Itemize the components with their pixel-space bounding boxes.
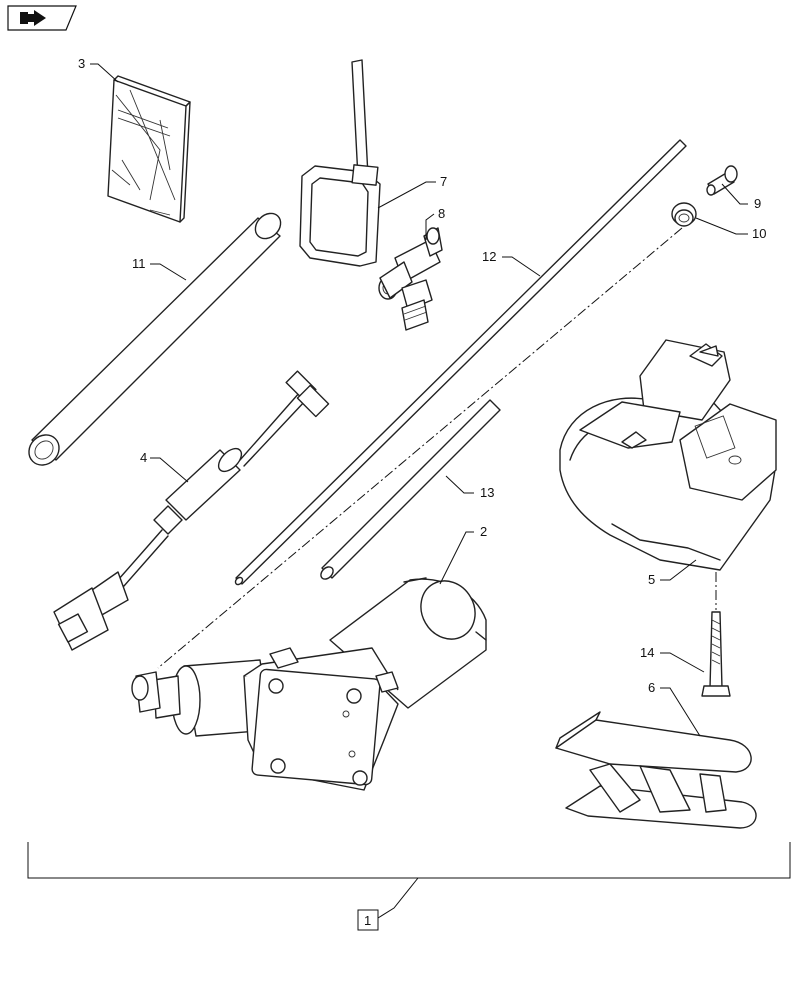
callout-1: 1 [364, 913, 371, 928]
part-6-lever [555, 711, 757, 829]
callout-8: 8 [438, 206, 445, 221]
part-2-motor [131, 577, 487, 791]
callout-3: 3 [78, 56, 85, 71]
callout-10: 10 [752, 226, 766, 241]
callout-2: 2 [480, 524, 487, 539]
callout-12: 12 [482, 249, 496, 264]
part-11-tube [28, 212, 282, 466]
callout-11: 11 [132, 256, 146, 271]
part-10-grommet [671, 202, 697, 227]
part-8-fitting [378, 227, 443, 331]
callout-14: 14 [640, 645, 654, 660]
callout-1-box: 1 [357, 909, 379, 931]
leader-lines [27, 63, 791, 919]
part-4-harness [53, 370, 330, 651]
callout-6: 6 [648, 680, 655, 695]
callout-7: 7 [440, 174, 447, 189]
callout-5: 5 [648, 572, 655, 587]
part-13-rod [320, 399, 501, 580]
callout-9: 9 [754, 196, 761, 211]
part-3-manual [107, 75, 191, 223]
centerlines [157, 227, 717, 669]
part-9-pin [706, 165, 738, 196]
part-5-bracket [559, 339, 777, 571]
part-14-bolt [701, 611, 731, 697]
callout-13: 13 [480, 485, 494, 500]
part-12-rod [234, 139, 687, 586]
back-arrow-icon[interactable] [7, 5, 77, 31]
callout-4: 4 [140, 450, 147, 465]
callout-labels: 3 7 8 9 10 11 12 4 13 2 5 14 6 [78, 56, 766, 695]
part-7-tag [299, 59, 381, 267]
